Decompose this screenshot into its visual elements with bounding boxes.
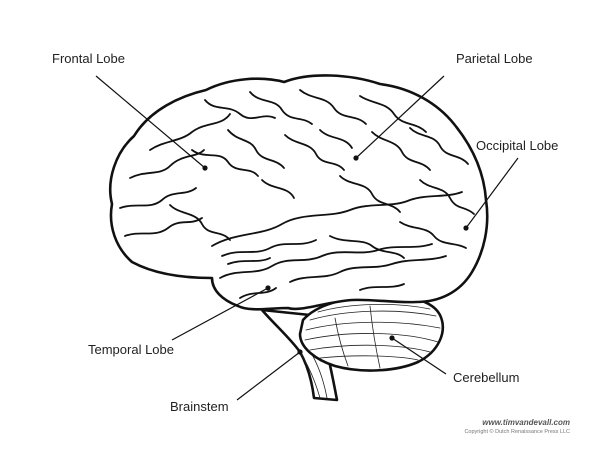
label-temporal-lobe: Temporal Lobe bbox=[88, 342, 174, 357]
label-parietal-lobe: Parietal Lobe bbox=[456, 51, 533, 66]
cerebellum-leader bbox=[389, 335, 447, 375]
cerebrum-outline bbox=[108, 74, 489, 311]
occipital-leader bbox=[463, 157, 519, 231]
label-frontal-lobe: Frontal Lobe bbox=[52, 51, 125, 66]
parietal-leader bbox=[353, 75, 445, 161]
frontal-leader bbox=[95, 75, 208, 171]
brainstem-striation bbox=[299, 351, 321, 399]
gyri-pattern bbox=[119, 89, 475, 299]
footer-copyright: Copyright © Dutch Renaissance Press LLC bbox=[464, 428, 570, 435]
footer-site: www.timvandevall.com bbox=[482, 418, 570, 427]
brainstem-leader bbox=[236, 349, 303, 401]
label-occipital-lobe: Occipital Lobe bbox=[476, 138, 558, 153]
temporal-leader bbox=[171, 285, 271, 341]
cerebellum-folia bbox=[304, 304, 441, 369]
label-cerebellum: Cerebellum bbox=[453, 370, 519, 385]
label-brainstem: Brainstem bbox=[170, 399, 229, 414]
